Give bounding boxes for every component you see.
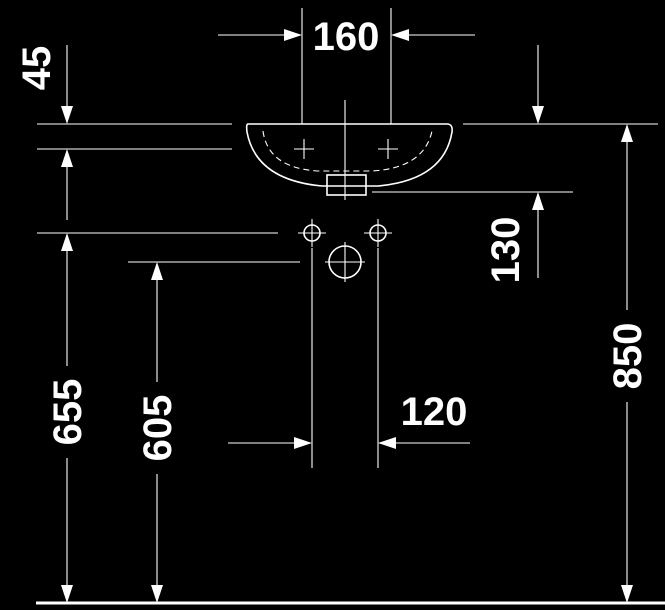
dim-top-offset: 45 bbox=[15, 45, 73, 220]
label-drain-height: 605 bbox=[136, 395, 180, 462]
label-tap-spacing: 160 bbox=[313, 15, 380, 59]
basin-outline bbox=[245, 123, 453, 196]
label-drain-spacing: 120 bbox=[401, 390, 468, 434]
supply-points bbox=[298, 219, 392, 247]
dim-rim-top-arrow bbox=[532, 45, 544, 124]
dim-rim-height: 850 bbox=[606, 124, 650, 603]
drain-point bbox=[325, 242, 365, 282]
dim-drain-height: 605 bbox=[136, 262, 180, 603]
dim-drain-spacing: 120 bbox=[228, 390, 470, 449]
dim-tap-spacing: 160 bbox=[218, 15, 475, 59]
extension-lines bbox=[37, 8, 658, 468]
label-top-offset: 45 bbox=[15, 46, 59, 91]
dim-supply-height: 655 bbox=[46, 233, 90, 603]
label-rim-height: 850 bbox=[606, 323, 650, 390]
label-supply-height: 655 bbox=[46, 379, 90, 446]
label-supply-height-diff: 130 bbox=[484, 217, 528, 284]
dim-supply-height-diff: 130 bbox=[484, 192, 544, 283]
